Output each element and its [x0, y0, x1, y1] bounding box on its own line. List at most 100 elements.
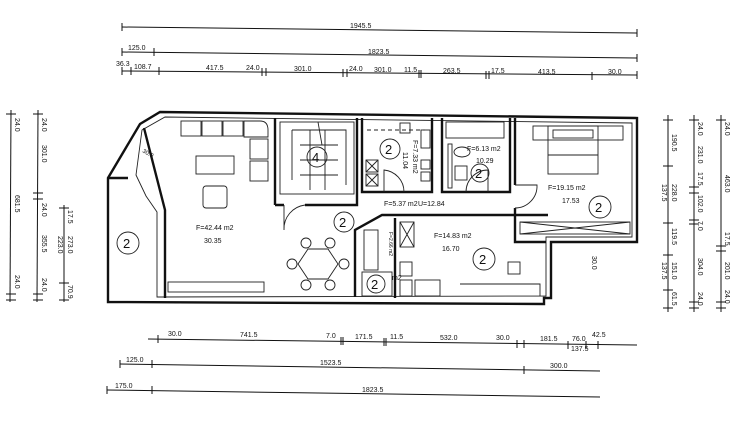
dim-left-c2-4: 355.5 — [40, 235, 47, 253]
dim-top-r3-prefix: 36.3 — [116, 61, 130, 68]
dim-right-c1-sub1: 137.5 — [660, 184, 667, 202]
dim-right-c3-2: 463.0 — [723, 175, 730, 193]
dim-left-c1-3: 24.0 — [13, 275, 20, 289]
dim-left-c1-2: 681.5 — [13, 195, 20, 213]
kitchen-area: F=14.83 m2 — [434, 233, 472, 240]
dim-bot-r1-1: 30.0 — [168, 331, 182, 338]
room-bedroom: F=19.15 m2 17.53 2 30.0 — [548, 185, 612, 270]
dim-left-c2-1: 24.0 — [40, 118, 47, 132]
pantry-unit: m2 — [392, 275, 402, 282]
armchair — [202, 185, 228, 209]
room-kitchen: F=14.83 m2 16.70 2 — [434, 233, 496, 271]
room-bath: F=6.13 m2 10.29 2 — [467, 146, 501, 183]
dim-top-r3-11: 30.0 — [608, 69, 622, 76]
dim-right-c3-5: 24.0 — [723, 290, 730, 304]
top-dimension-lines: 1945.5 125.0 1823.5 36.3 108.7 417.5 24.… — [116, 23, 638, 80]
bottom-dimension-lines: 30.0 741.5 7.0 171.5 11.5 532.0 30.0 181… — [106, 331, 638, 398]
dim-right-c2-4: 102.0 — [696, 195, 703, 213]
dining-table — [286, 237, 350, 291]
bath-marker: 2 — [475, 166, 482, 181]
dim-top-r2-1: 125.0 — [128, 45, 146, 52]
dim-right-c1-4: 151.0 — [670, 262, 677, 280]
dim-total-top: 1945.5 — [350, 23, 372, 30]
kitchen-furniture — [361, 221, 541, 297]
dim-bot-r2-3: 300.0 — [550, 363, 568, 370]
dim-top-r3-4: 301.0 — [294, 66, 312, 73]
dim-bot-r2-2: 1523.5 — [320, 360, 342, 367]
dim-left-c3-3: 70.9 — [66, 285, 73, 299]
bedroom-perimeter: 17.53 — [562, 198, 580, 205]
dim-bot-r1-10: 42.5 — [592, 332, 606, 339]
dim-right-c3-1: 24.0 — [723, 122, 730, 136]
dim-top-r3-6: 301.0 — [374, 67, 392, 74]
dim-right-c3-4: 201.0 — [723, 262, 730, 280]
dim-top-r3-7: 11.5 — [404, 67, 417, 74]
kitchen-marker: 2 — [479, 252, 486, 267]
room-wc: 2 F=7.33 m2 11.04 — [379, 138, 418, 174]
room-hall: 2 F=5.37 m2 U=12.84 — [333, 201, 445, 233]
dim-bot-r3-2: 1823.5 — [362, 387, 384, 394]
balcony-marker: 2 — [123, 236, 130, 251]
wc-marker: 2 — [385, 142, 392, 157]
dim-top-r3-3: 24.0 — [246, 65, 260, 72]
dim-left-c3-sub: 223.0 — [56, 236, 63, 254]
dim-bot-r2-1: 125.0 — [126, 357, 144, 364]
dim-right-c1-1: 190.5 — [670, 134, 677, 152]
dim-left-c2-5: 24.0 — [40, 278, 47, 292]
dim-right-c2-3: 17.5 — [696, 172, 703, 186]
sideboard — [167, 281, 265, 293]
dim-top-r2-2: 1823.5 — [368, 49, 390, 56]
dim-right-c3-3: 17.5 — [723, 232, 730, 246]
dim-bot-r1-2: 741.5 — [240, 332, 258, 339]
inner-walls — [273, 118, 548, 298]
bedroom-marker: 2 — [595, 200, 602, 215]
dim-bot-r1-7: 30.0 — [496, 335, 510, 342]
bedroom-area: F=19.15 m2 — [548, 185, 586, 192]
hall-perimeter: U=12.84 — [418, 201, 445, 208]
hall-area: F=5.37 m2 — [384, 201, 418, 208]
dim-bot-r1-8: 181.5 — [540, 336, 558, 343]
wc-area: F=7.33 m2 — [411, 140, 418, 174]
doors — [283, 169, 538, 231]
dim-left-c1-1: 24.0 — [13, 118, 20, 132]
bath-area: F=6.13 m2 — [467, 146, 501, 153]
room-living: F=42.44 m2 30.35 — [196, 225, 234, 245]
dim-bot-r3-1: 175.0 — [115, 383, 133, 390]
dim-top-r3-2: 417.5 — [206, 65, 224, 72]
dim-bot-r1-5: 11.5 — [390, 334, 403, 341]
dim-right-c1-sub2: 137.5 — [660, 262, 667, 280]
living-perimeter: 30.35 — [204, 238, 222, 245]
pantry-marker: 2 — [371, 277, 378, 292]
room-stairs: 4 — [306, 146, 328, 168]
dim-right-c2-2: 231.0 — [696, 146, 703, 164]
bedroom-furniture — [519, 125, 631, 235]
dim-left-c2-2: 301.0 — [40, 145, 47, 163]
coffee-table — [195, 155, 235, 175]
staircase — [279, 121, 355, 195]
bath-perimeter: 10.29 — [476, 158, 494, 165]
wc-perimeter: 11.04 — [401, 152, 408, 169]
dim-bot-r1-3: 7.0 — [326, 333, 336, 340]
pantry-area: F=2.66 m2 — [387, 232, 393, 256]
dim-right-c1-2: 228.0 — [670, 184, 677, 202]
living-area: F=42.44 m2 — [196, 225, 234, 232]
dim-right-c1-3: 119.5 — [670, 228, 677, 245]
bay-window-dim: 30.0 — [141, 149, 155, 160]
dim-right-c2-1: 24.0 — [696, 122, 703, 136]
kitchen-perimeter: 16.70 — [442, 246, 460, 253]
bedroom-window-dim: 30.0 — [590, 256, 597, 270]
stairs-marker: 4 — [312, 150, 319, 165]
dim-right-c2-5: 7.0 — [696, 221, 703, 231]
dim-top-r3-10: 413.5 — [538, 69, 556, 76]
dim-right-c2-6: 304.0 — [696, 258, 703, 276]
hall-marker: 2 — [339, 215, 346, 230]
dim-left-c3-1: 17.5 — [66, 210, 73, 224]
dim-right-c2-7: 24.0 — [696, 292, 703, 306]
dim-top-r3-9: 17.5 — [491, 68, 505, 75]
dim-right-c1-5: 61.5 — [670, 292, 677, 306]
room-pantry: F=2.66 m2 m2 2 — [366, 232, 402, 294]
dim-bot-r1-9: 76.0 — [572, 336, 586, 343]
dim-bot-r1-6: 532.0 — [440, 335, 458, 342]
dim-top-r3-1: 108.7 — [134, 64, 152, 71]
